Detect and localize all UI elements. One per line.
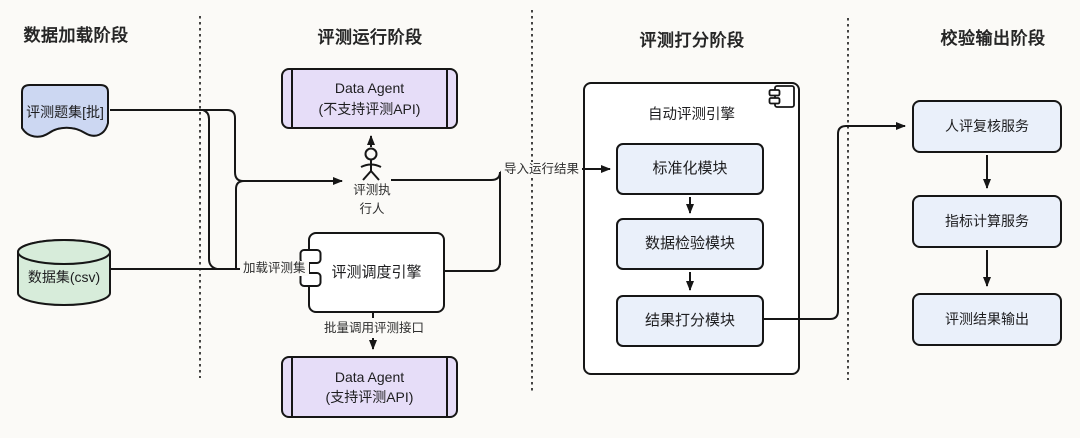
node-agent-api: Data Agent (支持评测API)	[281, 356, 458, 418]
metric-calc-label: 指标计算服务	[945, 213, 1029, 230]
edge-label-import-results: 导入运行结果	[501, 162, 583, 177]
node-normalize-module: 标准化模块	[616, 143, 764, 195]
node-scheduler: 评测调度引擎	[308, 232, 445, 313]
scheduler-label: 评测调度引擎	[331, 263, 422, 281]
node-human-review: 人评复核服务	[912, 100, 1062, 153]
auto-engine-title: 自动评测引擎	[648, 107, 735, 123]
node-metric-calc: 指标计算服务	[912, 195, 1062, 248]
edge-scheduler-right-merge	[445, 261, 501, 272]
header-run-stage: 评测运行阶段	[317, 28, 423, 47]
score-label: 结果打分模块	[644, 312, 735, 330]
human-review-label: 人评复核服务	[945, 118, 1029, 135]
executor-label-line2: 行人	[359, 201, 385, 216]
executor-label-line1: 评测执	[353, 183, 391, 197]
node-score-module: 结果打分模块	[616, 295, 764, 347]
agent-api-line2: (支持评测API)	[325, 389, 414, 405]
agent-api-line1: Data Agent	[334, 368, 405, 385]
header-output-stage: 校验输出阶段	[940, 29, 1046, 48]
dataset-label: 数据集(csv)	[27, 269, 101, 285]
question-set-label: 评测题集[批]	[26, 104, 104, 120]
edge-executor-right-merge	[391, 171, 501, 181]
edge-label-batch-call: 批量调用评测接口	[321, 321, 428, 336]
header-data-load-stage: 数据加载阶段	[23, 26, 129, 45]
header-scoring-stage: 评测打分阶段	[639, 31, 745, 50]
node-validate-module: 数据检验模块	[616, 218, 764, 270]
node-result-output: 评测结果输出	[912, 293, 1062, 346]
edge-dataset-branch-up	[235, 180, 245, 269]
validate-label: 数据检验模块	[644, 235, 735, 253]
executor-label: 评测执 行人	[340, 181, 404, 219]
result-output-label: 评测结果输出	[945, 311, 1029, 328]
edge-questionset-branch-down	[202, 109, 218, 270]
node-agent-no-api: Data Agent (不支持评测API)	[281, 68, 458, 129]
normalize-label: 标准化模块	[652, 160, 728, 178]
agent-no-api-line2: (不支持评测API)	[318, 100, 421, 117]
edge-label-load-eval-set: 加载评测集	[240, 261, 309, 276]
actor-icon	[360, 147, 382, 181]
agent-no-api-line1: Data Agent	[334, 80, 405, 97]
